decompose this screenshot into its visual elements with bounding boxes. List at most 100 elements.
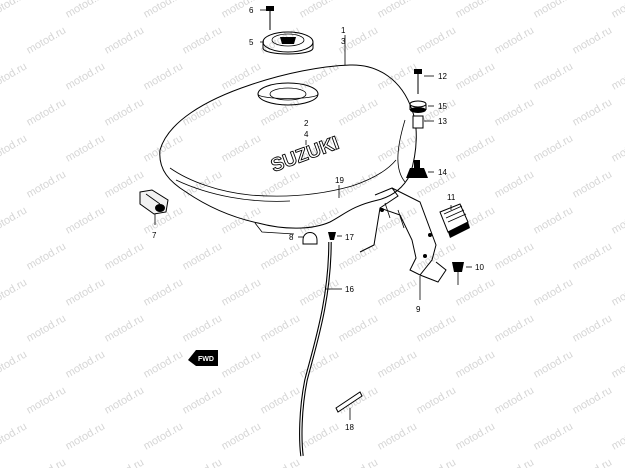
watermark-text: motod.ru <box>415 312 459 344</box>
watermark-text: motod.ru <box>610 204 625 236</box>
drain-cap <box>302 232 318 245</box>
watermark-text: motod.ru <box>25 384 69 416</box>
callout-16: 16 <box>345 285 354 294</box>
watermark-text: motod.ru <box>493 96 537 128</box>
callout-17: 17 <box>345 233 354 242</box>
watermark-text: motod.ru <box>493 312 537 344</box>
watermark-text: motod.ru <box>103 24 147 56</box>
bolt-12 <box>414 69 422 94</box>
watermark-text: motod.ru <box>532 60 576 92</box>
watermark-text: motod.ru <box>298 348 342 380</box>
washer-15 <box>409 100 427 113</box>
watermark-text: motod.ru <box>454 60 498 92</box>
callout-14: 14 <box>438 168 447 177</box>
tank-bracket <box>359 187 447 283</box>
watermark-text: motod.ru <box>376 0 420 21</box>
watermark-text: motod.ru <box>571 168 615 200</box>
callout-numbers: 6 5 1 3 2 4 19 7 8 17 16 18 12 15 13 14 … <box>152 6 484 432</box>
watermark-text: motod.ru <box>220 348 264 380</box>
watermark-text: motod.ru <box>532 276 576 308</box>
watermark-text: motod.ru <box>298 420 342 452</box>
watermark-text: motod.ru <box>25 312 69 344</box>
callout-8: 8 <box>289 233 294 242</box>
bracket-cushion <box>439 203 470 238</box>
watermark-text: motod.ru <box>337 96 381 128</box>
callout-12: 12 <box>438 72 447 81</box>
watermark-text: motod.ru <box>103 384 147 416</box>
watermark-text: motod.ru <box>493 24 537 56</box>
watermark-text: motod.ru <box>415 384 459 416</box>
watermark-text: motod.ru <box>259 312 303 344</box>
watermark-text: motod.ru <box>0 276 29 308</box>
watermark-text: motod.ru <box>415 24 459 56</box>
watermark-text: motod.ru <box>454 420 498 452</box>
watermark-text: motod.ru <box>103 456 147 468</box>
watermark-text: motod.ru <box>220 0 264 21</box>
watermark-text: motod.ru <box>376 132 420 164</box>
watermark-text: motod.ru <box>376 60 420 92</box>
watermark-text: motod.ru <box>610 276 625 308</box>
watermark-text: motod.ru <box>181 456 225 468</box>
watermark-text: motod.ru <box>64 204 108 236</box>
watermark-text: motod.ru <box>181 312 225 344</box>
watermark-text: motod.ru <box>493 168 537 200</box>
watermark-text: motod.ru <box>103 96 147 128</box>
watermark-text: motod.ru <box>181 96 225 128</box>
watermark-text: motod.ru <box>415 456 459 468</box>
watermark-text: motod.ru <box>103 312 147 344</box>
watermark-text: motod.ru <box>103 240 147 272</box>
watermark-text: motod.ru <box>571 96 615 128</box>
watermark-text: motod.ru <box>142 276 186 308</box>
watermark-text: motod.ru <box>64 132 108 164</box>
watermark-text: motod.ru <box>610 60 625 92</box>
watermark-text: motod.ru <box>454 0 498 21</box>
watermark-text: motod.ru <box>298 204 342 236</box>
watermark-text: motod.ru <box>298 60 342 92</box>
watermark-text: motod.ru <box>220 132 264 164</box>
callout-2: 2 <box>304 119 309 128</box>
watermark-text: motod.ru <box>376 348 420 380</box>
watermark-text: motod.ru <box>259 456 303 468</box>
watermark-text: motod.ru <box>493 456 537 468</box>
watermark-text: motod.ru <box>0 204 29 236</box>
watermark-text: motod.ru <box>454 276 498 308</box>
watermark-text: motod.ru <box>337 384 381 416</box>
watermark-text: motod.ru <box>610 132 625 164</box>
watermark-text: motod.ru <box>532 204 576 236</box>
watermark-text: motod.ru <box>25 24 69 56</box>
watermark-text: motod.ru <box>376 420 420 452</box>
callout-1: 1 <box>341 26 346 35</box>
watermark-text: motod.ru <box>25 168 69 200</box>
watermark-text: motod.ru <box>532 348 576 380</box>
watermark-text: motod.ru <box>571 456 615 468</box>
fwd-label: FWD <box>198 356 214 363</box>
watermark-text: motod.ru <box>376 276 420 308</box>
watermark-text: motod.ru <box>64 348 108 380</box>
watermark-text: motod.ru <box>337 456 381 468</box>
leader-lines <box>154 9 472 420</box>
callout-6: 6 <box>249 6 254 15</box>
callout-3: 3 <box>341 37 346 46</box>
watermark-text: motod.ru <box>220 420 264 452</box>
watermark-text: motod.ru <box>64 0 108 21</box>
callout-10: 10 <box>475 263 484 272</box>
watermark-text: motod.ru <box>532 132 576 164</box>
watermark-text: motod.ru <box>259 240 303 272</box>
hose-joint <box>328 232 336 240</box>
watermark-text: motod.ru <box>259 384 303 416</box>
watermark-text: motod.ru <box>0 60 29 92</box>
callout-13: 13 <box>438 117 447 126</box>
watermark-text: motod.ru <box>493 384 537 416</box>
watermark-text: motod.ru <box>25 240 69 272</box>
watermark-text: motod.ru <box>181 24 225 56</box>
hose-clamp <box>335 391 363 413</box>
watermark-text: motod.ru <box>532 420 576 452</box>
watermark-text: motod.ru <box>142 420 186 452</box>
watermark-text: motod.ru <box>493 240 537 272</box>
callout-11: 11 <box>447 193 456 202</box>
watermark-text: motod.ru <box>0 0 29 21</box>
watermark-text: motod.ru <box>454 348 498 380</box>
bolt-10 <box>452 262 464 285</box>
